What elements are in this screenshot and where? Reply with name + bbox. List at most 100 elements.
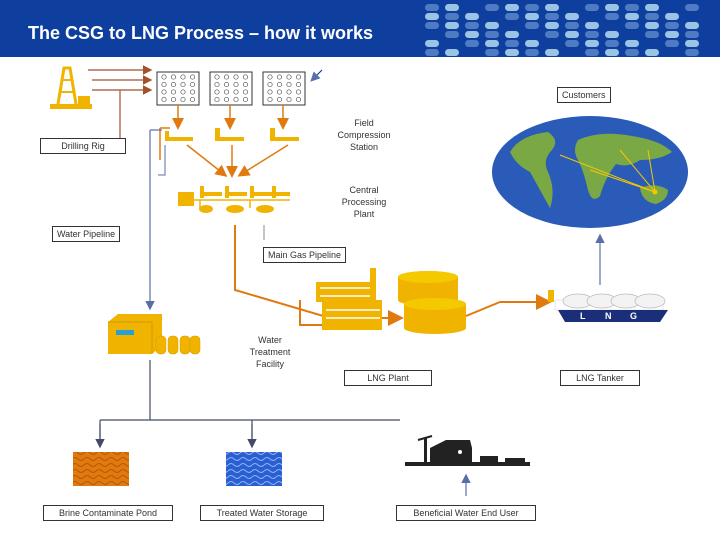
header-dot (485, 13, 499, 20)
lng-tanker-label: LNG Tanker (560, 370, 640, 386)
header-dot (565, 31, 579, 38)
main-gas-pipeline-label: Main Gas Pipeline (263, 247, 347, 263)
well-marker (214, 81, 220, 88)
central-processing-label: Central Processing Plant (341, 185, 387, 219)
header-dot (685, 13, 699, 20)
tanker-letter-n: N (605, 311, 612, 321)
header-dot (625, 49, 639, 56)
well-marker (214, 96, 220, 103)
well-fields (156, 71, 306, 106)
header-dot (605, 31, 619, 38)
header-dot (665, 4, 679, 11)
header-dot (565, 49, 579, 56)
header-dot (525, 49, 539, 56)
well-marker (161, 74, 167, 80)
header-dot (645, 22, 659, 29)
header-dot (585, 13, 599, 20)
lng-plant-label: LNG Plant (344, 370, 432, 386)
well-marker (170, 96, 177, 103)
well-marker (214, 89, 220, 95)
header-dot (545, 40, 559, 47)
header-dot (445, 4, 459, 11)
well-marker (295, 81, 302, 88)
header-dot (465, 13, 479, 20)
tanker-letter-g: G (630, 311, 637, 321)
customers-label: Customers (557, 87, 611, 103)
well-marker (233, 96, 239, 103)
header-dot (525, 40, 539, 47)
header-dot (645, 4, 659, 11)
well-field-1 (156, 71, 200, 106)
well-marker (170, 81, 177, 88)
well-marker (295, 89, 302, 95)
header-dot (445, 22, 459, 29)
header-dot (545, 13, 559, 20)
brine-pond-label: Brine Contaminate Pond (43, 505, 173, 521)
header-dot (625, 13, 639, 20)
well-marker (242, 89, 249, 95)
header-dot (545, 49, 559, 56)
well-marker (286, 89, 292, 95)
well-marker (267, 81, 273, 88)
header-dot (525, 22, 539, 29)
well-marker (180, 89, 186, 95)
header-dot (625, 22, 639, 29)
compressor-arrow-3 (237, 144, 289, 177)
farm-icon (405, 435, 530, 466)
header-dot (685, 31, 699, 38)
header-dot (445, 13, 459, 20)
well-field-2 (209, 71, 253, 106)
header-dot (625, 40, 639, 47)
well-marker (286, 81, 292, 88)
header-dot (585, 40, 599, 47)
well-marker (276, 74, 283, 80)
header-dot (665, 22, 679, 29)
header-dot (605, 13, 619, 20)
well-marker (180, 74, 186, 80)
well-marker (189, 96, 196, 103)
end-user-label: Beneficial Water End User (396, 505, 536, 521)
well-marker (267, 74, 273, 80)
header-dot (465, 40, 479, 47)
process-diagram: L N G (50, 65, 688, 496)
header-dot (545, 31, 559, 38)
header-dot (605, 49, 619, 56)
header-dot (505, 31, 519, 38)
header-dot (665, 31, 679, 38)
well-marker (242, 74, 249, 80)
header-dot (625, 31, 639, 38)
world-map-icon (492, 116, 688, 228)
header-dot (565, 22, 579, 29)
header-dot (685, 22, 699, 29)
header-dot (665, 13, 679, 20)
well-marker (276, 96, 283, 103)
well-marker (180, 81, 186, 88)
well-marker (214, 74, 220, 80)
well-marker (223, 89, 230, 95)
header-dot (465, 31, 479, 38)
drilling-rig-icon (50, 66, 92, 109)
well-marker (286, 74, 292, 80)
well-marker (180, 96, 186, 103)
water-pipeline-label: Water Pipeline (52, 226, 121, 242)
header-dot (485, 40, 499, 47)
header-dot (485, 49, 499, 56)
header-dot (485, 22, 499, 29)
well-marker (276, 89, 283, 95)
header-dot (645, 13, 659, 20)
header-dot (485, 31, 499, 38)
header-dot (645, 31, 659, 38)
header-dot (585, 49, 599, 56)
header-dot (525, 4, 539, 11)
well-marker (233, 81, 239, 88)
pointer-arrow (310, 69, 323, 82)
water-treatment-label: Water Treatment Facility (249, 335, 291, 369)
header-dot (565, 40, 579, 47)
header-dot (425, 4, 439, 11)
header-dot (665, 40, 679, 47)
header-dot (585, 22, 599, 29)
lng-plant-icon (316, 268, 466, 334)
header-dot (605, 22, 619, 29)
header-dot (505, 13, 519, 20)
header-dot (545, 22, 559, 29)
